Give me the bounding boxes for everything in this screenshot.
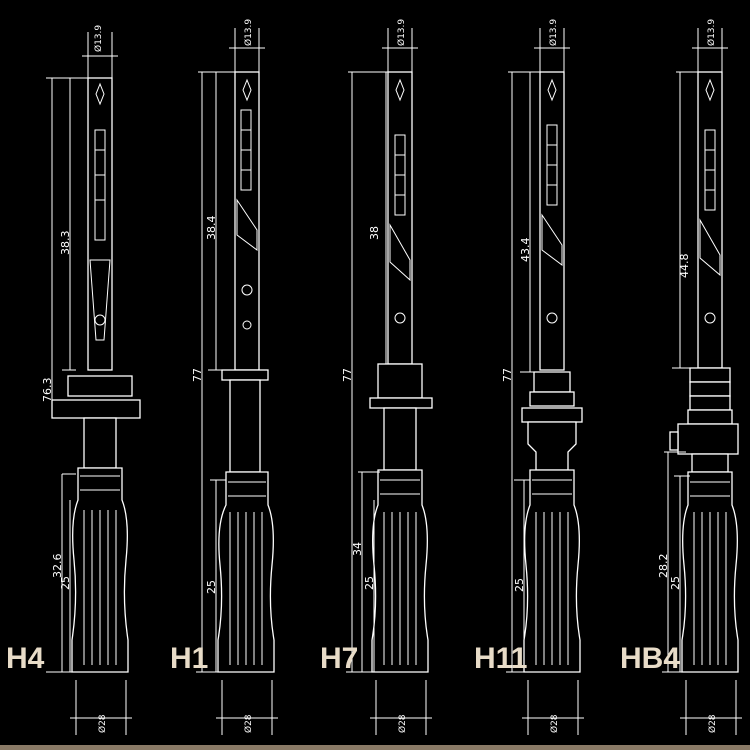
h11-upper-length: 43.4 [519,238,532,263]
h1-upper-length: 38.4 [205,216,218,241]
h1-bottom-diameter: Ø28 [243,714,254,733]
h11-label: H11 [474,642,527,675]
bulb-h1: Ø13.9 38.4 77 25 Ø28 H1 [170,19,278,735]
h7-overall-length: 77 [341,368,354,382]
h11-overall-length: 77 [501,368,514,382]
h7-lower-a: 34 [351,542,364,556]
h7-top-diameter: Ø13.9 [396,19,407,46]
hb4-lower-a: 28.2 [657,554,670,579]
h7-bottom-diameter: Ø28 [397,714,408,733]
h11-bottom-diameter: Ø28 [549,714,560,733]
bulb-h4: Ø13.9 38.3 76.3 32.6 25 Ø2 [6,25,141,735]
h4-overall-length: 76.3 [41,378,54,403]
hb4-bottom-diameter: Ø28 [707,714,718,733]
hb4-upper-length: 44.8 [678,254,691,279]
h7-upper-length: 38 [368,226,381,240]
bulb-hb4: Ø13.9 44.8 28.2 25 Ø28 HB4 [620,19,742,735]
h11-top-diameter: Ø13.9 [548,19,559,46]
h1-label: H1 [170,642,208,675]
bulb-h11: Ø13.9 43.4 77 25 Ø28 H11 [474,19,584,735]
h1-lower-b: 25 [205,580,218,594]
hb4-label: HB4 [620,642,680,675]
h1-overall-length: 77 [191,368,204,382]
bulb-h7: Ø13.9 38 77 34 25 Ø28 H7 [320,19,433,735]
hb4-lower-b: 25 [669,576,682,590]
bottom-rule [0,745,750,750]
h4-lower-b: 25 [59,576,72,590]
hb4-top-diameter: Ø13.9 [706,19,717,46]
h1-top-diameter: Ø13.9 [243,19,254,46]
h4-bottom-diameter: Ø28 [97,714,108,733]
h11-lower-b: 25 [513,578,526,592]
h7-lower-b: 25 [363,576,376,590]
h7-label: H7 [320,642,358,675]
h4-top-diameter: Ø13.9 [93,25,104,52]
h4-lower-a: 32.6 [51,554,64,579]
h4-label: H4 [6,642,45,675]
h4-upper-length: 38.3 [59,231,72,256]
